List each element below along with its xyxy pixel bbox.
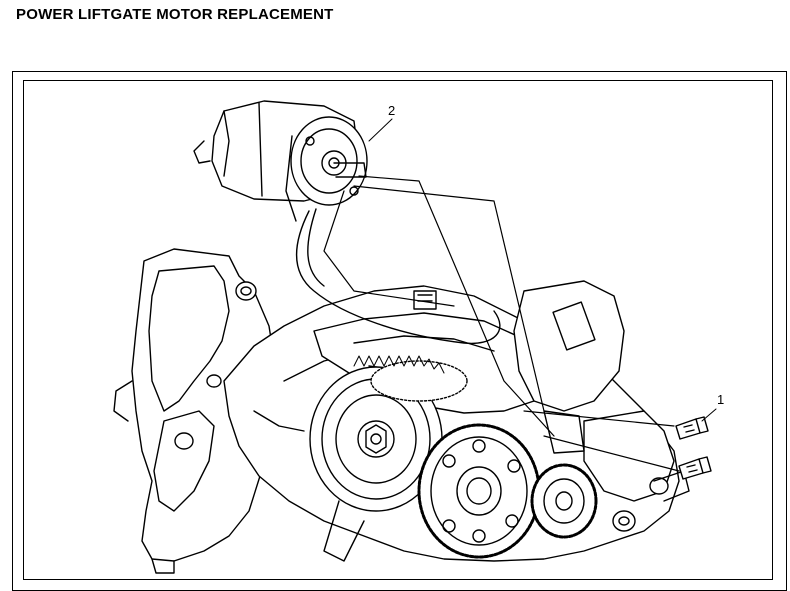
small-gear	[530, 410, 598, 539]
callout-2-label: 2	[388, 103, 396, 118]
page-title: POWER LIFTGATE MOTOR REPLACEMENT	[16, 6, 334, 23]
toothed-gear	[370, 360, 541, 559]
drive-pulley	[309, 366, 443, 562]
motor	[193, 100, 368, 222]
mounting-bracket	[113, 248, 277, 574]
figure-frame: 1 2	[12, 71, 787, 591]
callout-1-label: 1	[717, 392, 725, 407]
alignment-lines	[323, 175, 680, 472]
bolt-lower	[678, 456, 712, 480]
right-bracket	[513, 280, 690, 532]
liftgate-motor-illustration	[113, 100, 717, 574]
illustration-panel: 1 2	[23, 80, 773, 580]
gear-teeth	[353, 355, 445, 374]
bolt-upper	[675, 416, 709, 440]
callout-leaders	[368, 118, 717, 422]
